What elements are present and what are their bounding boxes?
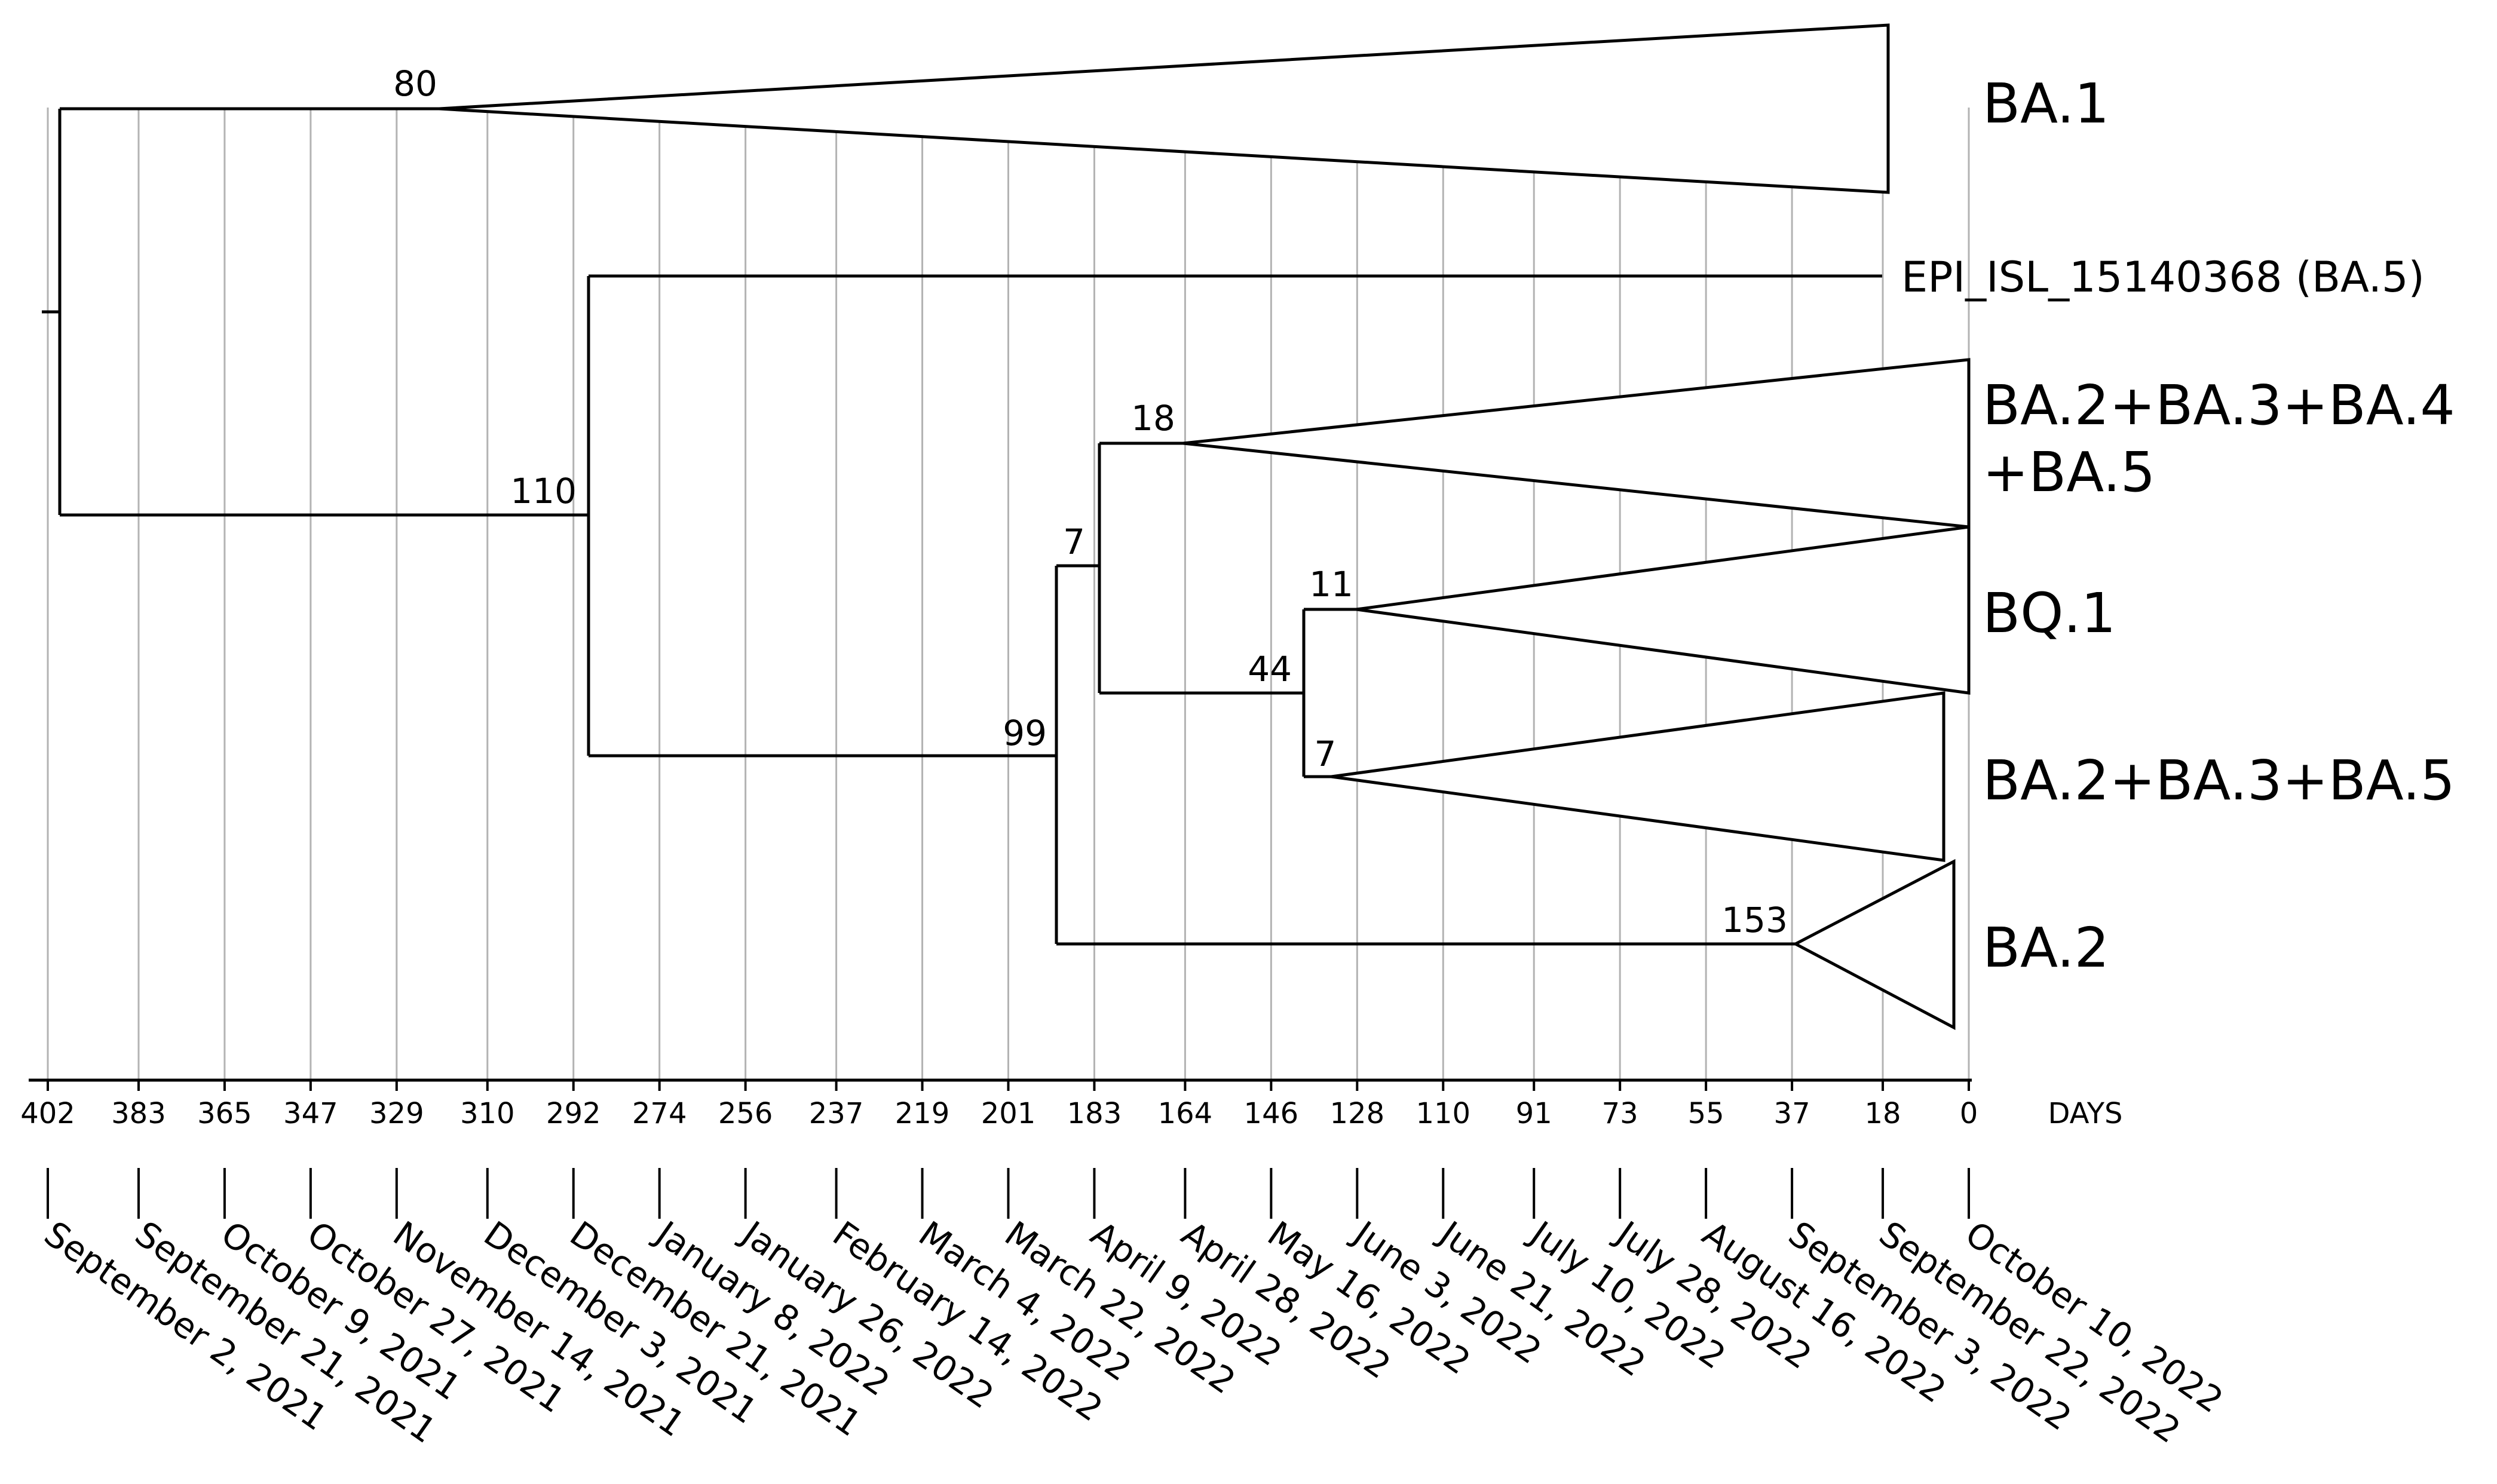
collapsed-clades <box>439 23 1971 1031</box>
node-label-ba2: 153 <box>1721 900 1788 940</box>
axis-tick-label: 183 <box>1067 1097 1122 1130</box>
axis-tick-label: 402 <box>20 1097 75 1130</box>
axis-tick-label: 292 <box>546 1097 601 1130</box>
axis-tick-label: 55 <box>1688 1097 1724 1130</box>
tip-labels: BA.1 EPI_ISL_15140368 (BA.5) BA.2+BA.3+B… <box>1901 72 2455 980</box>
ba2345-clade-triangle <box>1182 358 1971 529</box>
tree-branches <box>42 107 1882 946</box>
ba1-clade-triangle <box>439 23 1890 194</box>
node-label-ba235: 7 <box>1315 734 1337 774</box>
axis-tick-label: 73 <box>1602 1097 1638 1130</box>
tip-label-ba1: BA.1 <box>1983 72 2109 136</box>
tip-label-ba2345-line1: BA.2+BA.3+BA.4 <box>1983 373 2455 437</box>
axis-unit-label: DAYS <box>2048 1097 2122 1130</box>
axis-tick-label: 0 <box>1960 1097 1978 1130</box>
axis-tick-label: 237 <box>809 1097 864 1130</box>
node-label-ba2345-clade: 18 <box>1131 398 1175 439</box>
axis-tick-label: 18 <box>1865 1097 1901 1130</box>
node-labels: 80 110 99 7 18 44 11 7 153 <box>393 63 1788 940</box>
axis-tick-label: 329 <box>369 1097 424 1130</box>
bq1-clade-triangle <box>1356 525 1971 695</box>
axis-tick-label: 219 <box>895 1097 950 1130</box>
ba235-clade-triangle <box>1331 691 1945 862</box>
axis-tick-label: 347 <box>283 1097 338 1130</box>
tip-label-ba2: BA.2 <box>1983 916 2109 980</box>
axis-tick-label: 146 <box>1244 1097 1299 1130</box>
node-label-ba5-group: 110 <box>510 471 577 511</box>
tip-label-bq1: BQ.1 <box>1983 581 2116 645</box>
axis-tick-label: 164 <box>1158 1097 1213 1130</box>
axis-tick-label: 37 <box>1774 1097 1810 1130</box>
axis-tick-label: 91 <box>1516 1097 1552 1130</box>
node-label-ba1: 80 <box>393 63 437 104</box>
node-label-ba2345-group: 7 <box>1063 522 1085 562</box>
tip-label-sequence: EPI_ISL_15140368 (BA.5) <box>1901 253 2425 302</box>
node-label-ba2-group: 99 <box>1003 713 1047 753</box>
tip-label-ba2345-line2: +BA.5 <box>1983 440 2155 504</box>
axis-tick-label: 128 <box>1330 1097 1385 1130</box>
axis-tick-label: 201 <box>981 1097 1036 1130</box>
axis-tick-label: 365 <box>197 1097 252 1130</box>
axis-tick-label: 256 <box>718 1097 773 1130</box>
node-label-bq-group: 44 <box>1248 649 1292 689</box>
axis-tick-label: 274 <box>632 1097 687 1130</box>
axis-tick-label: 383 <box>111 1097 166 1130</box>
node-label-bq1: 11 <box>1309 564 1353 605</box>
axis-tick-label: 310 <box>460 1097 515 1130</box>
tip-label-ba235: BA.2+BA.3+BA.5 <box>1983 749 2455 812</box>
ba2-clade-triangle <box>1792 858 1956 1031</box>
axis-tick-label: 110 <box>1416 1097 1470 1130</box>
